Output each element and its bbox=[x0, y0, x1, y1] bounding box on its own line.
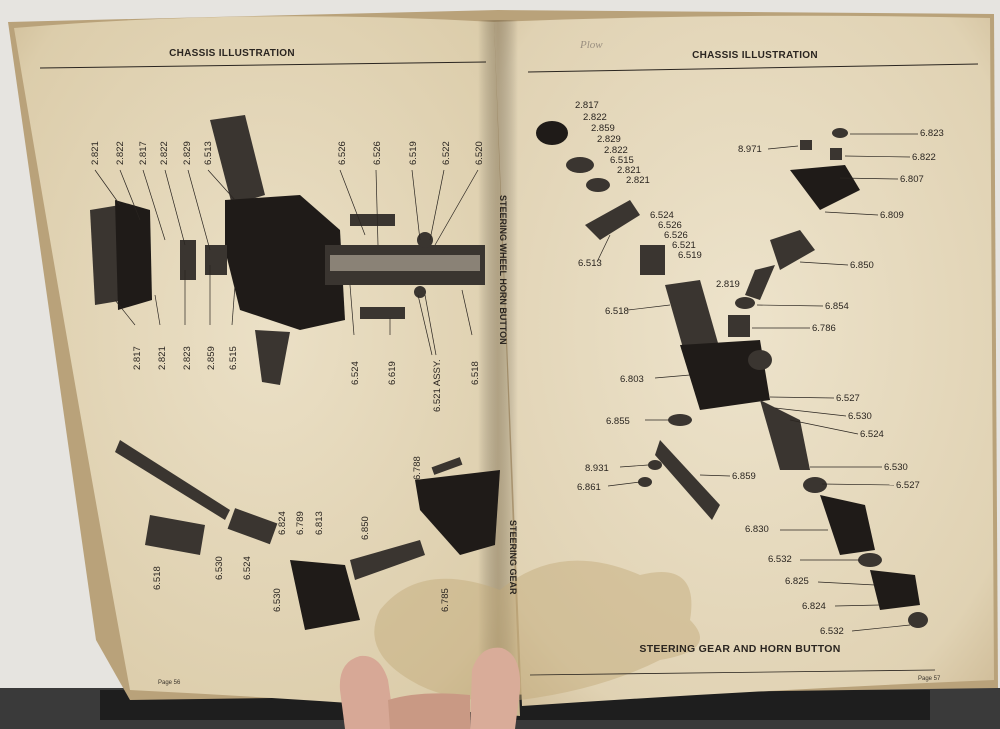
label-6518b: 6.518 bbox=[152, 566, 163, 590]
label-2821: 2.821 bbox=[90, 141, 101, 165]
label-r-2822: 2.822 bbox=[583, 112, 607, 123]
label-2817: 2.817 bbox=[138, 141, 149, 165]
label-6513: 6.513 bbox=[203, 141, 214, 165]
left-top-labels: 2.821 2.822 2.817 2.822 2.829 6.513 bbox=[90, 141, 236, 251]
label-6522: 6.522 bbox=[441, 141, 452, 165]
label-r-6803: 6.803 bbox=[620, 374, 644, 385]
pencil-note: Plow bbox=[579, 39, 603, 51]
label-6515: 6.515 bbox=[228, 346, 239, 370]
label-6789: 6.789 bbox=[295, 511, 306, 535]
label-r-6524: 6.524 bbox=[650, 210, 674, 221]
left-page-header: CHASSIS ILLUSTRATION bbox=[169, 48, 295, 59]
label-r-6521: 6.521 bbox=[672, 240, 696, 251]
label-r-6807: 6.807 bbox=[900, 174, 924, 185]
label-2822b: 2.822 bbox=[159, 141, 170, 165]
label-r-6526b: 6.526 bbox=[664, 230, 688, 241]
label-r-6519: 6.519 bbox=[678, 250, 702, 261]
label-2821b: 2.821 bbox=[157, 346, 168, 370]
label-r-2821: 2.821 bbox=[617, 165, 641, 176]
steering-wheel-drawing bbox=[90, 115, 485, 385]
label-r-6518: 6.518 bbox=[605, 306, 629, 317]
label-6520: 6.520 bbox=[474, 141, 485, 165]
right-page-number: Page 57 bbox=[918, 676, 941, 682]
label-r-6825: 6.825 bbox=[785, 576, 809, 587]
label-r-6786: 6.786 bbox=[812, 323, 836, 334]
left-lower-labels: 6.518 6.530 6.524 6.530 6.824 6.789 6.81… bbox=[152, 456, 451, 612]
label-r-8931: 8.931 bbox=[585, 463, 609, 474]
left-top-right-labels: 6.526 6.526 6.519 6.522 6.520 bbox=[337, 141, 485, 246]
label-r-6515: 6.515 bbox=[610, 155, 634, 166]
label-r-2822b: 2.822 bbox=[604, 145, 628, 156]
label-6518: 6.518 bbox=[470, 361, 481, 385]
label-2823: 2.823 bbox=[182, 346, 193, 370]
label-2822: 2.822 bbox=[115, 141, 126, 165]
label-r-6530: 6.530 bbox=[848, 411, 872, 422]
left-side-title-bottom: STEERING GEAR bbox=[508, 520, 518, 595]
label-r-2817: 2.817 bbox=[575, 100, 599, 111]
label-r-2829: 2.829 bbox=[597, 134, 621, 145]
steering-gear-drawing bbox=[115, 440, 500, 630]
label-r-6822: 6.822 bbox=[912, 152, 936, 163]
label-r-6859: 6.859 bbox=[732, 471, 756, 482]
label-r-6513: 6.513 bbox=[578, 258, 602, 269]
right-header-rule bbox=[527, 63, 979, 73]
hand bbox=[339, 647, 521, 729]
label-6850: 6.850 bbox=[360, 516, 371, 540]
right-page-caption: STEERING GEAR AND HORN BUTTON bbox=[639, 643, 840, 655]
steering-gear-exploded-drawing bbox=[536, 121, 928, 628]
label-r-6809: 6.809 bbox=[880, 210, 904, 221]
label-6619: 6.619 bbox=[387, 361, 398, 385]
label-6824: 6.824 bbox=[277, 511, 288, 535]
label-r-6527b: 6.527 bbox=[896, 480, 920, 491]
right-page-header: CHASSIS ILLUSTRATION bbox=[692, 50, 818, 61]
label-6526b: 6.526 bbox=[372, 141, 383, 165]
label-r-6526: 6.526 bbox=[658, 220, 682, 231]
label-r-6824: 6.824 bbox=[802, 601, 826, 612]
label-6521-assy: 6.521 ASSY. bbox=[432, 359, 443, 412]
label-r-6527: 6.527 bbox=[836, 393, 860, 404]
label-r-2821b: 2.821 bbox=[626, 175, 650, 186]
label-r-2859: 2.859 bbox=[591, 123, 615, 134]
label-r-6830: 6.830 bbox=[745, 524, 769, 535]
label-r-6823: 6.823 bbox=[920, 128, 944, 139]
label-6788: 6.788 bbox=[412, 456, 423, 480]
left-bottom-labels: 2.817 2.821 2.823 2.859 6.515 6.524 6.61… bbox=[114, 265, 481, 412]
label-6785: 6.785 bbox=[440, 588, 451, 612]
label-r-6532b: 6.532 bbox=[820, 626, 844, 637]
label-2859: 2.859 bbox=[206, 346, 217, 370]
label-2817b: 2.817 bbox=[132, 346, 143, 370]
label-r-6855: 6.855 bbox=[606, 416, 630, 427]
label-r-6530b: 6.530 bbox=[884, 462, 908, 473]
right-labels-right-column: 6.823 8.971 6.822 6.807 6.809 6.850 6.85… bbox=[699, 128, 944, 637]
label-6524: 6.524 bbox=[350, 361, 361, 385]
label-6526: 6.526 bbox=[337, 141, 348, 165]
left-page-number: Page 56 bbox=[158, 680, 181, 686]
left-side-title-top: STEERING WHEEL HORN BUTTON bbox=[498, 195, 508, 345]
label-6524b: 6.524 bbox=[242, 556, 253, 580]
label-r-6850: 6.850 bbox=[850, 260, 874, 271]
label-r-2819: 2.819 bbox=[716, 279, 740, 290]
label-2829: 2.829 bbox=[182, 141, 193, 165]
label-6519: 6.519 bbox=[408, 141, 419, 165]
right-footer-rule bbox=[529, 669, 936, 676]
label-r-6524: 6.524 bbox=[860, 429, 884, 440]
label-6813: 6.813 bbox=[314, 511, 325, 535]
label-6530b: 6.530 bbox=[272, 588, 283, 612]
left-header-rule bbox=[39, 61, 487, 69]
label-r-6854: 6.854 bbox=[825, 301, 849, 312]
label-r-8971: 8.971 bbox=[738, 144, 762, 155]
label-6530: 6.530 bbox=[214, 556, 225, 580]
book-gutter bbox=[478, 20, 518, 710]
right-labels-left-column: 2.817 2.822 2.859 2.829 2.822 6.515 2.82… bbox=[575, 100, 740, 493]
label-r-6532: 6.532 bbox=[768, 554, 792, 565]
water-stain bbox=[374, 560, 700, 701]
label-r-6861: 6.861 bbox=[577, 482, 601, 493]
